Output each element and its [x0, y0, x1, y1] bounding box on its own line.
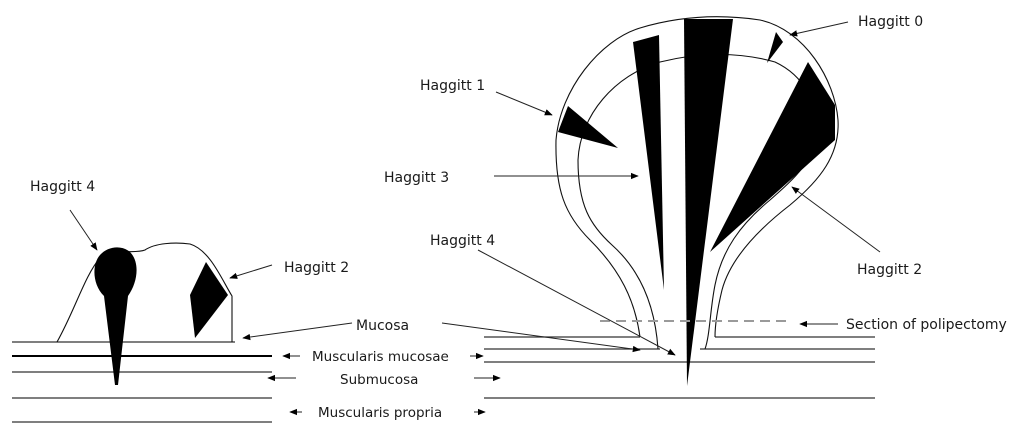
label-haggitt2-right: Haggitt 2	[857, 262, 922, 278]
haggitt1-invasion	[558, 106, 618, 148]
haggitt2-invasion-right	[710, 62, 835, 252]
sessile-lesion	[12, 243, 272, 422]
haggitt4-invasion-left	[94, 247, 136, 385]
arrow-haggitt1	[496, 92, 552, 115]
label-haggitt1: Haggitt 1	[420, 78, 485, 94]
arrow-mucosa-left	[243, 323, 352, 338]
label-section-of-polipectomy: Section of polipectomy	[846, 317, 1007, 333]
arrow-haggitt2-left	[230, 265, 272, 278]
label-haggitt3: Haggitt 3	[384, 170, 449, 186]
pedunculated-polyp	[484, 17, 875, 398]
label-haggitt0: Haggitt 0	[858, 14, 923, 30]
haggitt3-invasion	[633, 35, 664, 290]
labels: Haggitt 4 Haggitt 2 Mucosa Muscularis mu…	[30, 14, 1007, 421]
label-submucosa: Submucosa	[340, 372, 418, 388]
arrow-haggitt4-left	[70, 210, 97, 250]
label-haggitt4-left: Haggitt 4	[30, 179, 95, 195]
haggitt2-invasion-left	[190, 262, 228, 338]
label-muscularis-propria: Muscularis propria	[318, 405, 442, 421]
arrow-haggitt4-right	[478, 250, 675, 355]
arrow-haggitt0	[790, 22, 848, 35]
label-mucosa: Mucosa	[356, 318, 409, 334]
label-muscularis-mucosae: Muscularis mucosae	[312, 349, 449, 365]
label-haggitt2-left: Haggitt 2	[284, 260, 349, 276]
haggitt0-invasion	[767, 32, 783, 63]
label-haggitt4-right: Haggitt 4	[430, 233, 495, 249]
arrow-haggitt2-right	[792, 187, 880, 252]
